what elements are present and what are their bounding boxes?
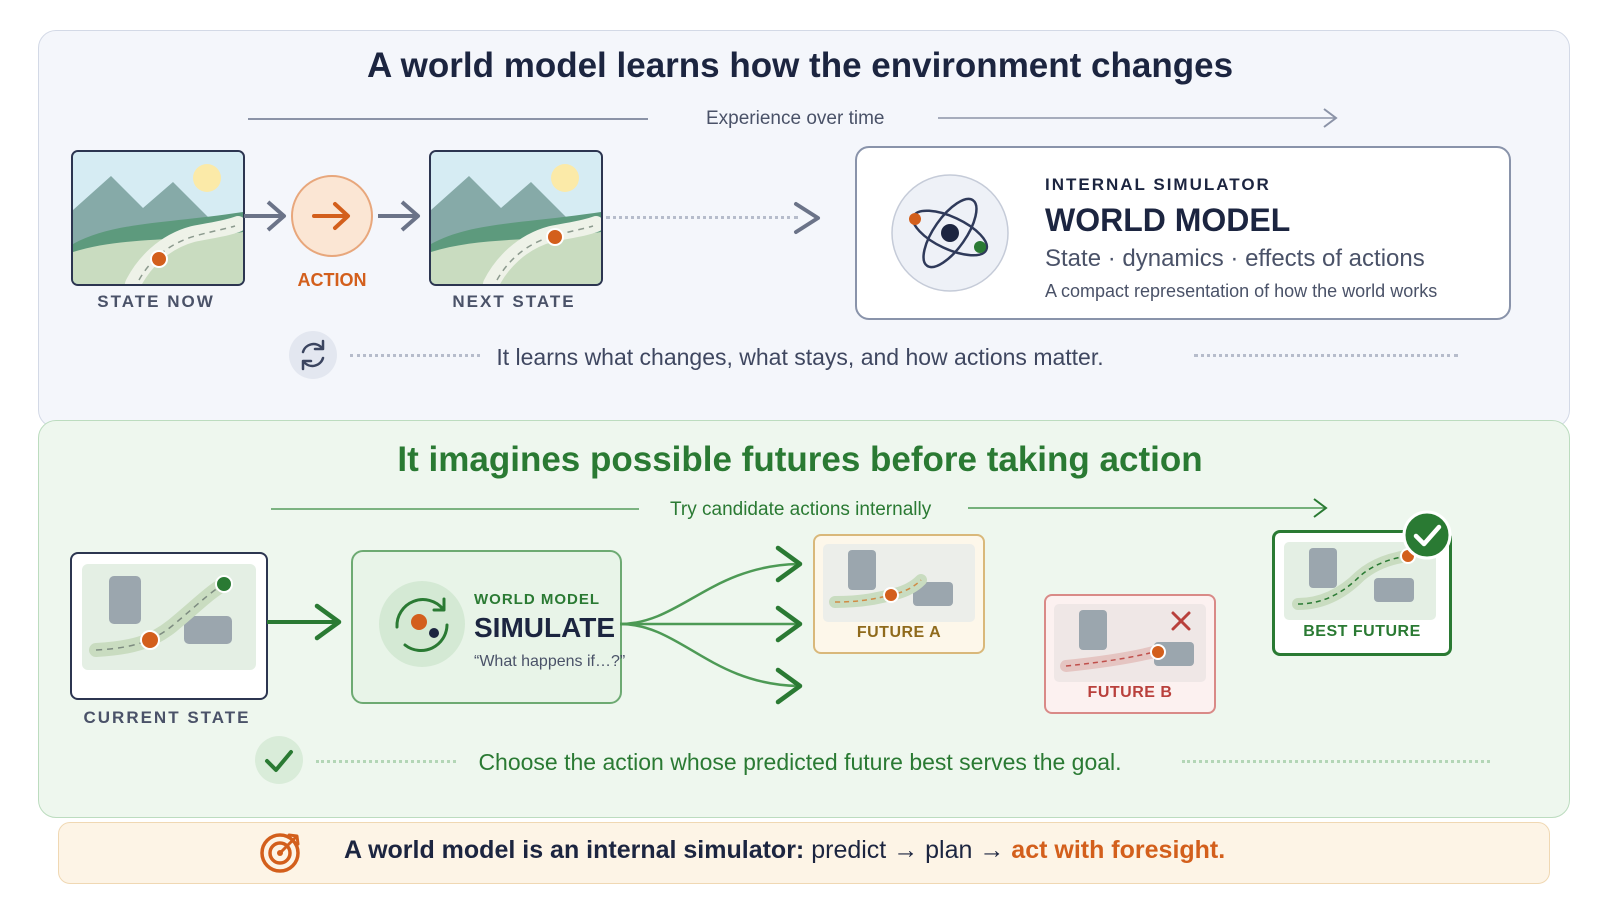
dotted-line <box>1194 354 1458 357</box>
dotted-connector <box>606 216 798 219</box>
arrow-right-icon <box>267 603 342 641</box>
future-a-map <box>823 544 975 622</box>
summary-lead: A world model is an internal simulator: <box>344 836 805 864</box>
current-state-card <box>70 552 268 700</box>
future-b-card: FUTURE B <box>1044 594 1216 714</box>
learn-caption: It learns what changes, what stays, and … <box>496 344 1104 370</box>
simulate-title: SIMULATE <box>474 612 616 643</box>
simulate-eyebrow: WORLD MODEL <box>474 591 600 608</box>
state-now-image <box>71 150 245 286</box>
timeline-arrow <box>968 498 1328 518</box>
timeline-arrow <box>938 108 1338 128</box>
cycle-icon <box>379 581 465 667</box>
checkmark-icon <box>1402 510 1452 560</box>
simulate-quote: “What happens if…?” <box>474 653 626 670</box>
current-state-map <box>82 564 256 670</box>
action-label: ACTION <box>297 270 367 290</box>
future-a-card: FUTURE A <box>813 534 985 654</box>
branch-arrows <box>620 545 803 705</box>
x-mark-icon <box>1171 611 1191 631</box>
next-state-image <box>429 150 603 286</box>
checkmark-icon <box>255 736 303 784</box>
atom-icon <box>891 174 1009 292</box>
world-model-subtitle: State · dynamics · effects of actions <box>1045 245 1425 272</box>
summary-end: act with foresight. <box>1011 836 1226 864</box>
learning-title: A world model learns how the environment… <box>366 46 1234 85</box>
future-b-label: FUTURE B <box>1087 684 1173 701</box>
chevron-right-icon <box>794 202 820 234</box>
state-now-label: STATE NOW <box>97 292 215 311</box>
candidate-timeline-label: Try candidate actions internally <box>670 499 932 520</box>
arrow-right-icon <box>378 200 420 232</box>
imagining-title: It imagines possible futures before taki… <box>397 440 1203 479</box>
timeline-label: Experience over time <box>706 108 885 129</box>
dotted-line <box>350 354 480 357</box>
best-future-label: BEST FUTURE <box>1303 623 1421 640</box>
refresh-icon <box>289 331 337 379</box>
best-future-map <box>1284 542 1436 620</box>
summary-banner <box>58 822 1550 884</box>
world-model-eyebrow: INTERNAL SIMULATOR <box>1045 175 1271 194</box>
world-model-description: A compact representation of how the worl… <box>1045 281 1438 301</box>
world-model-title: WORLD MODEL <box>1045 202 1291 238</box>
dotted-line <box>316 760 456 763</box>
next-state-label: NEXT STATE <box>452 292 576 311</box>
arrow-right-icon <box>244 200 286 232</box>
target-icon <box>260 833 300 873</box>
summary-text: A world model is an internal simulator: … <box>344 836 1225 865</box>
dotted-line <box>1182 760 1490 763</box>
timeline-line-left <box>271 508 639 510</box>
future-a-label: FUTURE A <box>856 624 942 641</box>
timeline-line-left <box>248 118 648 120</box>
choose-caption: Choose the action whose predicted future… <box>478 749 1122 775</box>
future-b-map <box>1054 604 1206 682</box>
action-icon <box>291 175 373 257</box>
current-state-label: CURRENT STATE <box>83 708 251 727</box>
summary-middle: predict → plan → <box>804 836 1012 864</box>
